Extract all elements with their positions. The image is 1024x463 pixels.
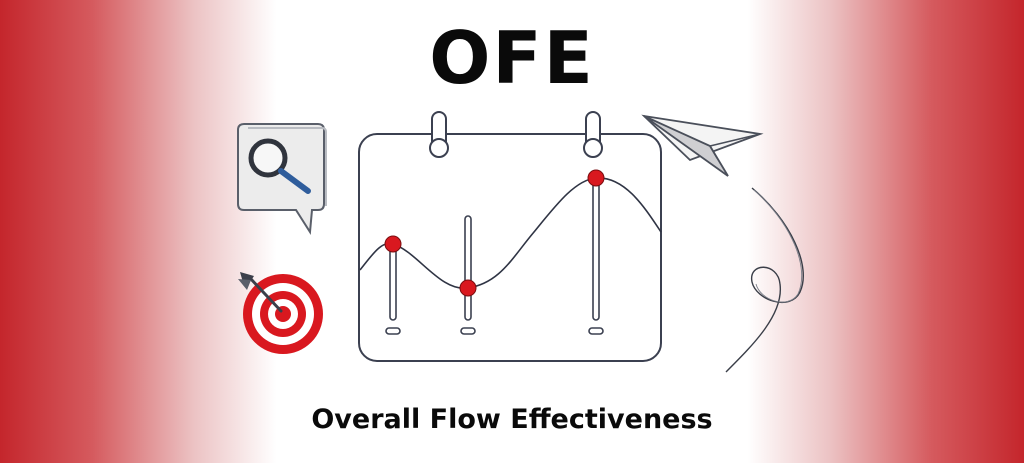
flight-path-line xyxy=(725,187,804,373)
paper-plane-icon xyxy=(641,114,764,177)
flight-path-shadow xyxy=(753,189,802,303)
magnifier-speech-bubble-icon xyxy=(237,123,327,236)
target-with-arrow-icon xyxy=(238,272,323,354)
page-title: OFE xyxy=(429,16,595,100)
calendar-chart-icon xyxy=(358,111,662,362)
page-subtitle: Overall Flow Effectiveness xyxy=(311,404,713,435)
